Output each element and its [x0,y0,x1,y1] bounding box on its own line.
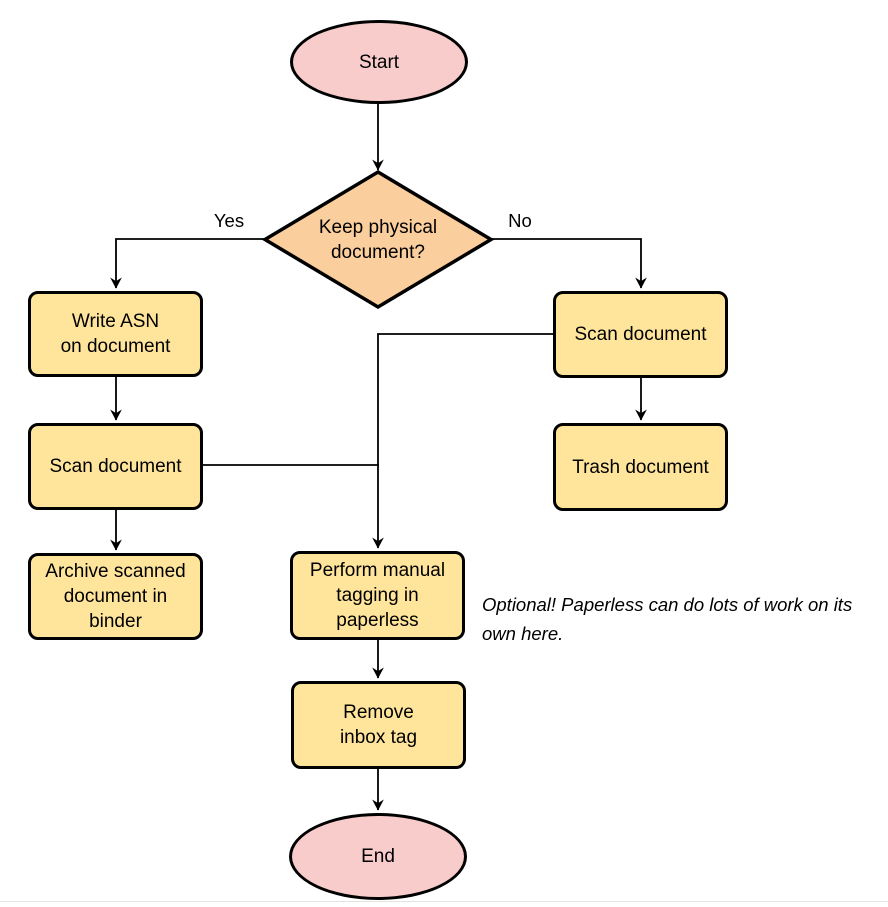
edge-scan-right-to-tagging [372,333,553,549]
yes-edge-label: Yes [213,210,245,231]
scan-document-left-node: Scan document [28,423,203,510]
manual-tagging-line: tagging in [336,585,419,606]
manual-tagging-line: paperless [336,610,419,631]
optional-note: Optional! Paperless can do lots of work … [482,594,853,644]
write-asn-node: Write ASN on document [28,291,203,377]
decision-node-label: Keep physical document? [288,215,468,265]
write-asn-line: Write ASN [71,311,160,332]
no-edge-label: No [508,210,532,231]
scan-document-right-label: Scan document [574,324,707,345]
scan-document-right-node: Scan document [553,291,728,378]
archive-line: Archive scanned [45,561,186,582]
start-node: Start [290,20,468,104]
archive-line: binder [89,611,142,632]
end-label: End [361,846,395,867]
remove-inbox-tag-node: Remove inbox tag [291,681,466,769]
decision-line: Keep physical [318,217,438,238]
manual-tagging-node: Perform manual tagging in paperless [290,551,465,640]
write-asn-line: on document [60,336,171,357]
trash-document-label: Trash document [572,456,709,478]
remove-inbox-tag-line: Remove [343,702,414,723]
manual-tagging-line: Perform manual [309,560,446,581]
archive-line: document in [63,586,168,607]
archive-node: Archive scanned document in binder [28,553,203,640]
end-node: End [289,813,467,900]
decision-line: document? [330,242,425,263]
remove-inbox-tag-line: inbox tag [339,727,418,748]
scan-document-left-label: Scan document [49,456,182,477]
edge-decision-no-to-scan-right [491,238,647,289]
start-label: Start [358,51,400,73]
decision-diamond-shape [261,169,495,310]
trash-document-node: Trash document [553,423,728,511]
edge-decision-yes-to-write-asn [110,238,264,289]
bottom-edge-divider [0,901,888,902]
